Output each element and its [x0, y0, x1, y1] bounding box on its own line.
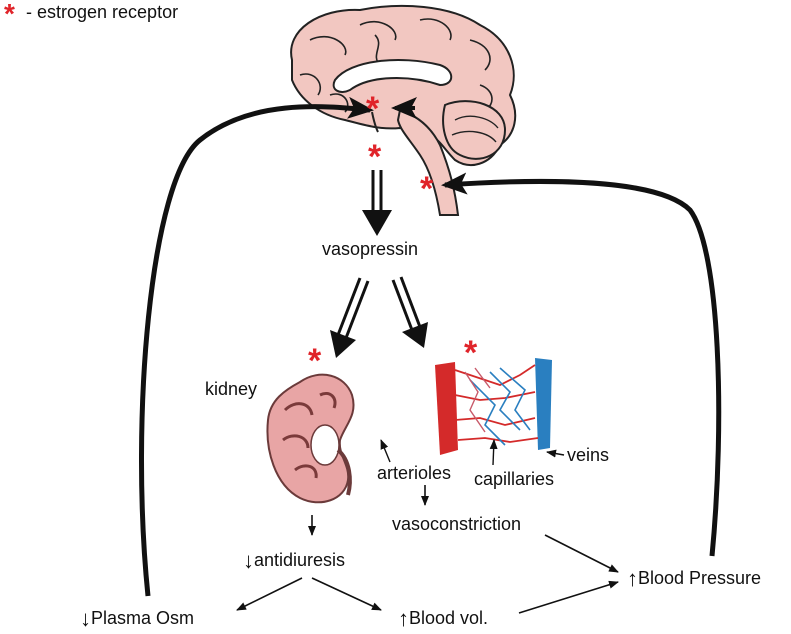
legend-receptor-icon: *	[4, 0, 15, 29]
legend-text: - estrogen receptor	[26, 2, 179, 22]
kidney-label: kidney	[205, 379, 258, 399]
down-arrow-icon: ↓	[243, 548, 254, 573]
vasoconstriction-label: vasoconstriction	[392, 514, 522, 534]
osm-feedback-arrow	[139, 96, 374, 597]
bp-feedback-arrow	[441, 172, 722, 557]
up-arrow-icon: ↑	[398, 606, 409, 631]
plasma-osm-label: ↓Plasma Osm	[80, 606, 195, 631]
veins-pointer	[546, 449, 565, 458]
kidney-illustration	[266, 373, 355, 504]
to-blood-vol-arrow	[311, 577, 382, 611]
vol-to-bp-arrow	[518, 580, 619, 614]
antidiuresis-label: ↓antidiuresis	[243, 548, 346, 573]
vasopressin-label: vasopressin	[322, 239, 419, 259]
arterioles-pointer	[380, 439, 391, 463]
capillaries-label: capillaries	[474, 469, 555, 489]
receptor-icon-vessels: *	[464, 334, 478, 372]
arterioles-label: arterioles	[377, 463, 452, 483]
kidney-arrow	[330, 277, 370, 358]
vasoconstriction-to-bp-arrow	[544, 534, 619, 573]
blood-vol-label: ↑Blood vol.	[398, 606, 489, 631]
down-arrow-icon: ↓	[80, 606, 91, 631]
up-arrow-icon: ↑	[627, 566, 638, 591]
blood-vessels-illustration	[435, 358, 552, 455]
receptor-icon-hypothalamus: *	[366, 90, 380, 128]
receptor-icon-pituitary: *	[368, 138, 382, 176]
capillaries-pointer	[489, 439, 498, 466]
receptor-icon-kidney: *	[308, 342, 322, 380]
blood-pressure-label: ↑Blood Pressure	[627, 566, 762, 591]
vessels-arrow	[391, 276, 428, 348]
veins-label: veins	[567, 445, 610, 465]
receptor-icon-brainstem: *	[420, 170, 434, 208]
to-plasma-osm-arrow	[236, 577, 303, 611]
release-arrow	[362, 170, 392, 236]
